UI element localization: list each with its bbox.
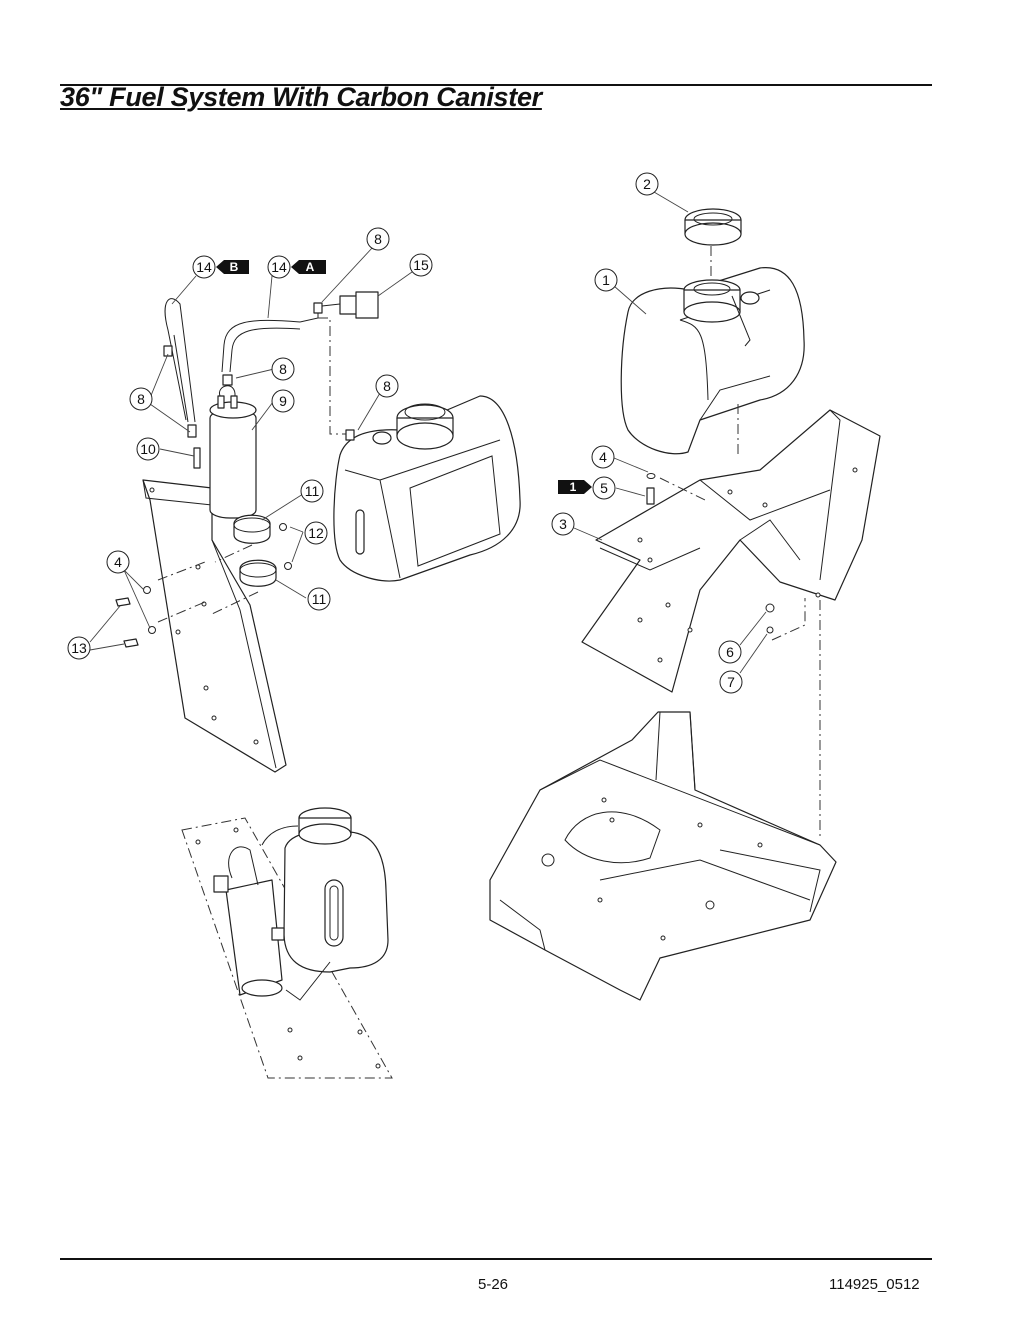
svg-text:13: 13 xyxy=(71,640,87,656)
flag-a: A xyxy=(291,260,326,274)
svg-text:14: 14 xyxy=(271,259,287,275)
svg-text:11: 11 xyxy=(305,483,320,499)
mower-frame xyxy=(489,711,837,1001)
callout-8: 8 xyxy=(271,357,295,381)
svg-text:6: 6 xyxy=(726,644,734,660)
svg-text:11: 11 xyxy=(312,591,327,607)
fastener-line xyxy=(157,561,206,581)
callout-3: 3 xyxy=(551,512,575,536)
svg-text:12: 12 xyxy=(308,525,324,541)
callout-14-b: 14 xyxy=(192,255,216,279)
svg-text:4: 4 xyxy=(114,554,122,570)
svg-text:5: 5 xyxy=(600,480,608,496)
assembled-view xyxy=(181,807,393,1079)
document-code: 114925_0512 xyxy=(829,1276,920,1293)
clamp-line xyxy=(211,591,259,615)
svg-text:1: 1 xyxy=(602,272,610,288)
callout-1: 1 xyxy=(594,268,618,292)
fuel-tank xyxy=(620,267,805,455)
fuel-tank-side-view xyxy=(333,395,521,582)
fastener-line xyxy=(771,598,806,641)
svg-text:10: 10 xyxy=(140,441,156,457)
callout-7: 7 xyxy=(719,670,743,694)
canister-clamps xyxy=(233,514,292,587)
fastener-line xyxy=(659,477,706,501)
callout-9: 9 xyxy=(271,389,295,413)
header-rule xyxy=(60,84,932,86)
svg-text:3: 3 xyxy=(559,516,567,532)
callout-15: 15 xyxy=(409,253,433,277)
leader-lines xyxy=(89,191,768,674)
bolts-and-washers xyxy=(115,586,156,648)
footer-rule xyxy=(60,1258,932,1260)
callout-13: 13 xyxy=(67,636,91,660)
hose-route-line xyxy=(318,317,350,435)
callout-8: 8 xyxy=(129,387,153,411)
callout-8: 8 xyxy=(366,227,390,251)
svg-text:A: A xyxy=(306,260,315,274)
fastener-line xyxy=(157,601,206,623)
fuel-cap xyxy=(684,208,742,246)
svg-text:7: 7 xyxy=(727,674,735,690)
svg-text:1: 1 xyxy=(570,480,577,494)
page-number: 5-26 xyxy=(478,1276,509,1293)
callout-12: 12 xyxy=(304,521,328,545)
callout-4: 4 xyxy=(106,550,130,574)
svg-text:15: 15 xyxy=(413,257,429,273)
page-title: 36" Fuel System With Carbon Canister xyxy=(60,82,542,112)
callout-2: 2 xyxy=(635,172,659,196)
svg-text:4: 4 xyxy=(599,449,607,465)
svg-text:8: 8 xyxy=(279,361,287,377)
svg-text:14: 14 xyxy=(196,259,212,275)
support-fasteners xyxy=(646,473,775,634)
hose-connector xyxy=(299,291,379,323)
carbon-canister xyxy=(209,385,257,519)
vent-hoses xyxy=(163,298,301,469)
callout-11: 11 xyxy=(307,587,331,611)
tank-support-bracket xyxy=(581,409,881,693)
callout-14-a: 14 xyxy=(267,255,291,279)
callout-11: 11 xyxy=(300,479,324,503)
callout-8: 8 xyxy=(375,374,399,398)
svg-text:2: 2 xyxy=(643,176,651,192)
callout-4: 4 xyxy=(591,445,615,469)
callout-10: 10 xyxy=(136,437,160,461)
flag-1: 1 xyxy=(558,480,592,494)
callout-6: 6 xyxy=(718,640,742,664)
svg-text:8: 8 xyxy=(137,391,145,407)
flag-b: B xyxy=(216,260,249,274)
svg-text:8: 8 xyxy=(383,378,391,394)
svg-text:9: 9 xyxy=(279,393,287,409)
svg-text:B: B xyxy=(230,260,239,274)
clamp-line xyxy=(214,544,253,563)
svg-text:8: 8 xyxy=(374,231,382,247)
callout-5: 5 xyxy=(592,476,616,500)
